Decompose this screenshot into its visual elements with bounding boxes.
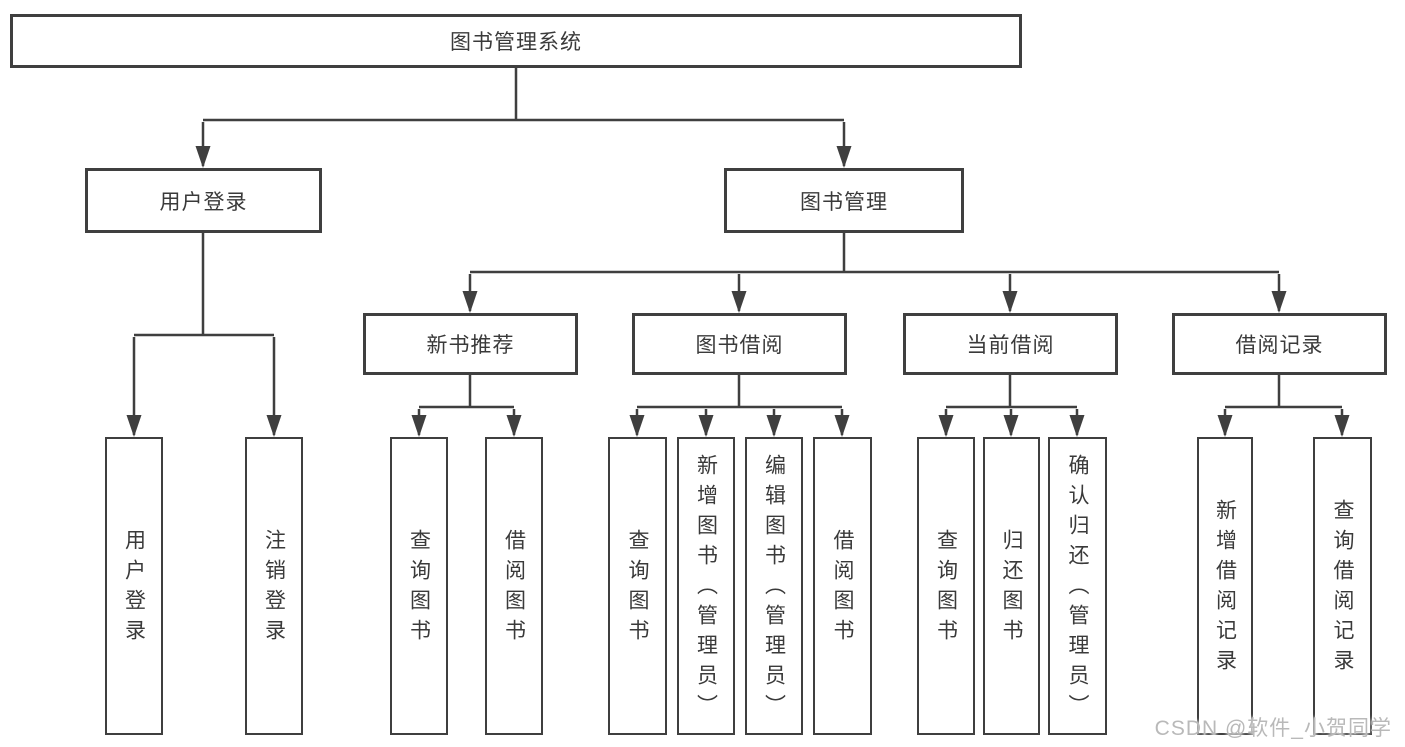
node-book-borrow: 图书借阅 — [632, 313, 847, 375]
node-current-borrow: 当前借阅 — [903, 313, 1118, 375]
leaf-br-query-record: 查询借阅记录 — [1313, 437, 1372, 735]
node-new-book-recommend: 新书推荐 — [363, 313, 578, 375]
leaf-user-login: 用户登录 — [105, 437, 163, 735]
leaf-bb-edit-books-admin: 编辑图书（管理员） — [745, 437, 803, 735]
leaf-bb-query-books: 查询图书 — [608, 437, 667, 735]
leaf-br-add-record: 新增借阅记录 — [1197, 437, 1253, 735]
connector-borrow-records-trunk — [1225, 375, 1342, 409]
leaf-logout: 注销登录 — [245, 437, 303, 735]
node-root-system: 图书管理系统 — [10, 14, 1022, 68]
node-borrow-records: 借阅记录 — [1172, 313, 1387, 375]
leaf-bb-add-books-admin: 新增图书（管理员） — [677, 437, 735, 735]
leaf-bb-borrow-books: 借阅图书 — [813, 437, 872, 735]
watermark: CSDN @软件_小贺同学 — [1154, 717, 1392, 740]
leaf-cb-confirm-return-admin: 确认归还（管理员） — [1048, 437, 1107, 735]
connector-current-borrow-trunk — [946, 375, 1077, 409]
connector-book-management-trunk — [470, 233, 1279, 274]
connector-new-book-rec-trunk — [419, 375, 514, 409]
leaf-nbr-query-books: 查询图书 — [390, 437, 448, 735]
connector-root-trunk — [203, 68, 844, 122]
leaf-cb-return-books: 归还图书 — [983, 437, 1040, 735]
connector-user-login-trunk — [134, 233, 274, 337]
leaf-cb-query-books: 查询图书 — [917, 437, 975, 735]
node-book-management: 图书管理 — [724, 168, 964, 233]
connector-book-borrow-trunk — [637, 375, 842, 409]
node-user-login: 用户登录 — [85, 168, 322, 233]
leaf-nbr-borrow-books: 借阅图书 — [485, 437, 543, 735]
